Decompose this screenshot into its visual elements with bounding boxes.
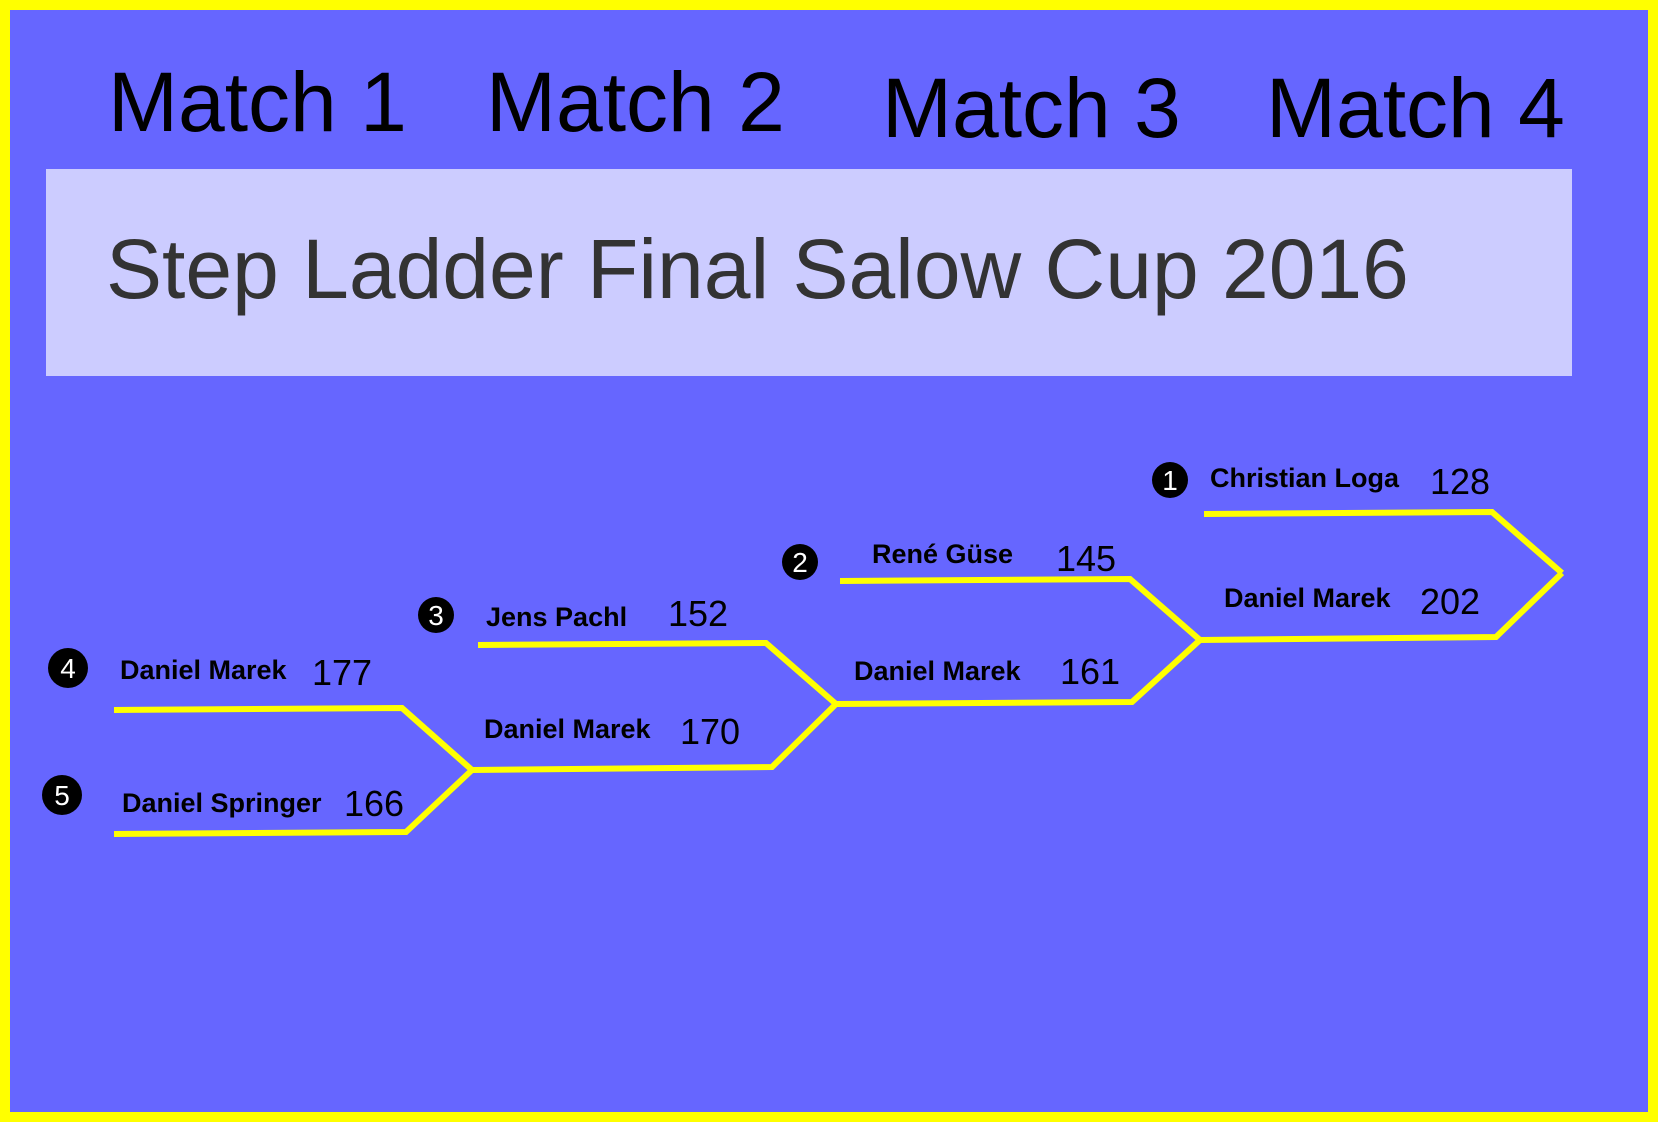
seed-badge-5: 5 [42,775,82,815]
bracket-line-seed-2 [839,575,1202,643]
winner-name-match-2: Daniel Marek [854,656,1022,686]
match-label-4: Match 4 [1266,61,1565,155]
bracket-line-seed-3 [477,639,838,707]
match-label-2: Match 2 [486,55,785,149]
seed-badge-1: 1 [1152,462,1188,498]
player-name-seed-3: Jens Pachl [486,602,627,632]
bracket-line-seed-4 [113,704,474,773]
winner-score-match-3: 202 [1420,581,1480,622]
bracket-line-seed-5 [113,767,475,837]
bracket-line-winner-1 [471,701,839,773]
winner-score-match-1: 170 [680,711,740,752]
page-title: Step Ladder Final Salow Cup 2016 [106,222,1409,316]
svg-text:1: 1 [1162,465,1178,496]
player-name-seed-4: Daniel Marek [120,655,288,685]
winner-score-match-2: 161 [1060,651,1120,692]
svg-text:5: 5 [54,780,70,811]
score-seed-1: 128 [1430,461,1490,502]
score-seed-5: 166 [344,783,404,824]
player-name-seed-1: Christian Loga [1210,463,1400,493]
score-seed-4: 177 [312,652,372,693]
seed-badge-4: 4 [48,648,88,688]
score-seed-2: 145 [1056,538,1116,579]
player-name-seed-2: René Güse [872,539,1013,569]
seed-badge-2: 2 [782,544,818,580]
winner-name-match-3: Daniel Marek [1224,583,1392,613]
svg-text:3: 3 [428,600,444,631]
bracket-line-seed-1 [1203,508,1564,576]
bracket-line-winner-3 [1199,570,1565,643]
svg-text:4: 4 [60,653,76,684]
player-name-seed-5: Daniel Springer [122,788,322,818]
match-label-3: Match 3 [882,61,1181,155]
title-banner: Step Ladder Final Salow Cup 2016 [46,169,1572,376]
score-seed-3: 152 [668,593,728,634]
seed-badge-3: 3 [418,597,454,633]
bracket-line-winner-2 [835,637,1203,707]
match-label-1: Match 1 [108,55,407,149]
winner-name-match-1: Daniel Marek [484,714,652,744]
svg-text:2: 2 [792,547,808,578]
